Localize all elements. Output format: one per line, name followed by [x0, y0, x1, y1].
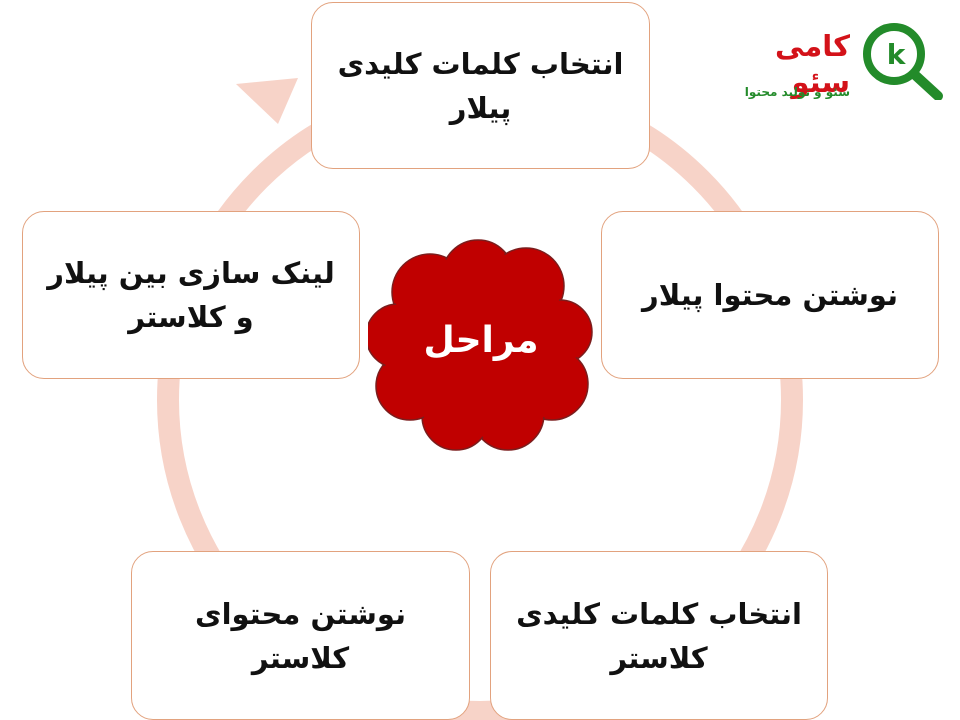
logo-tagline: سئو و تولید محتوا [744, 85, 850, 99]
logo-name: کامی سئو [774, 29, 850, 99]
step-label: نوشتن محتوا پیلار [642, 278, 898, 312]
step-label: نوشتن محتوای کلاستر [194, 596, 406, 675]
magnifier-icon: k [863, 23, 943, 100]
step-box-link-pillar-cluster: لینک سازی بین پیلار و کلاستر [22, 211, 360, 379]
step-box-write-cluster-content: نوشتن محتوای کلاستر [131, 551, 470, 720]
brand-logo: کامی سئو سئو و تولید محتوا k [720, 18, 960, 108]
step-label: لینک سازی بین پیلار و کلاستر [47, 256, 335, 334]
step-label: انتخاب کلمات کلیدی پیلار [337, 46, 624, 125]
center-cloud-shape [368, 239, 593, 451]
step-box-select-cluster-keywords: انتخاب کلمات کلیدی کلاستر [490, 551, 828, 720]
step-label: انتخاب کلمات کلیدی کلاستر [516, 596, 802, 675]
logo-letter: k [887, 38, 907, 71]
step-box-select-pillar-keywords: انتخاب کلمات کلیدی پیلار [311, 2, 650, 169]
cycle-arrowhead [236, 78, 298, 124]
step-box-write-pillar-content: نوشتن محتوا پیلار [601, 211, 939, 379]
center-label: مراحل [423, 319, 539, 361]
